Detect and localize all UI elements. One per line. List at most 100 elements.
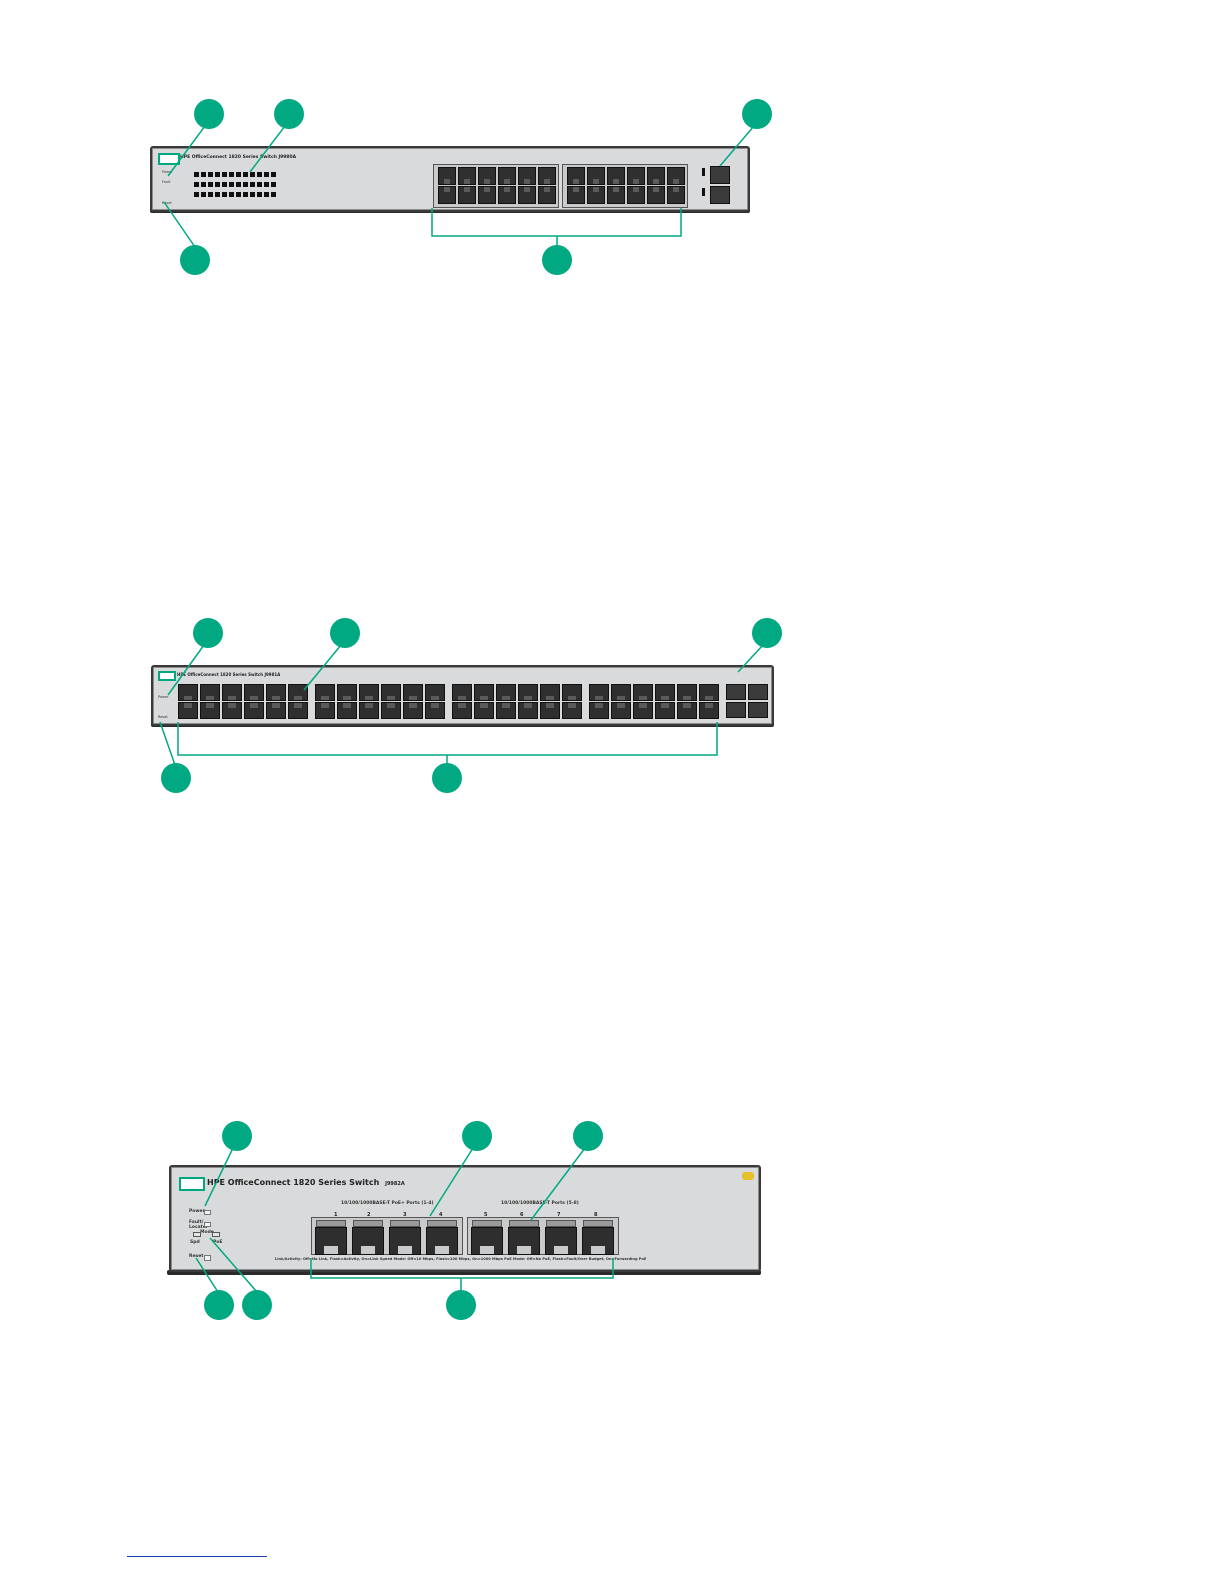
model-code: J9982A <box>385 1181 405 1187</box>
hpe-logo <box>158 671 176 681</box>
rj45-port <box>288 702 308 719</box>
rj45-port <box>352 1227 384 1255</box>
rj45-port <box>200 684 220 701</box>
callout-2 <box>274 99 304 129</box>
rj45-port <box>508 1227 540 1255</box>
port-led <box>194 192 199 197</box>
callout-4 <box>161 763 191 793</box>
port-led <box>208 172 213 177</box>
rj45-port <box>178 702 198 719</box>
rj45-port <box>611 684 631 701</box>
rj45-port <box>582 1227 614 1255</box>
rj45-port <box>677 684 697 701</box>
rj45-port <box>200 702 220 719</box>
rj45-port <box>244 684 264 701</box>
port-led <box>264 182 269 187</box>
port-led-pair <box>353 1220 383 1227</box>
rj45-port <box>389 1227 421 1255</box>
rj45-port <box>627 186 645 204</box>
rj45-port <box>315 684 335 701</box>
port-led <box>215 182 220 187</box>
port-led <box>264 172 269 177</box>
rj45-port <box>425 684 445 701</box>
port-number: 1 <box>334 1212 338 1218</box>
rj45-port <box>518 684 538 701</box>
port-number: 3 <box>403 1212 407 1218</box>
rj45-port <box>458 167 476 185</box>
port-led <box>194 172 199 177</box>
rj45-port <box>403 684 423 701</box>
rj45-port <box>381 684 401 701</box>
rj45-port <box>611 702 631 719</box>
callout-4 <box>180 245 210 275</box>
rj45-port <box>496 702 516 719</box>
rj45-port <box>315 1227 347 1255</box>
rj45-port <box>518 186 536 204</box>
fault-locator-label: Fault/ Locator <box>189 1220 209 1230</box>
reset-button[interactable] <box>204 1255 211 1261</box>
mode-label: Mode <box>200 1230 214 1235</box>
port-led <box>236 192 241 197</box>
mode-button[interactable] <box>193 1232 201 1237</box>
model-label: HPE OfficeConnect 1820 Series Switch J99… <box>207 1178 405 1187</box>
model-label: HPE OfficeConnect 1820 Series Switch J99… <box>177 672 281 677</box>
port-number: 6 <box>520 1212 524 1218</box>
port-led <box>215 172 220 177</box>
rj45-port <box>538 186 556 204</box>
switch-front-panel: HPE OfficeConnect 1820 Series Switch J99… <box>150 146 750 212</box>
callout-5 <box>242 1290 272 1320</box>
port-led <box>201 172 206 177</box>
rj45-port <box>438 167 456 185</box>
rj45-port <box>425 702 445 719</box>
port-led-pair <box>583 1220 613 1227</box>
rj45-port <box>655 684 675 701</box>
port-led <box>215 192 220 197</box>
rj45-port <box>288 684 308 701</box>
port-led <box>229 192 234 197</box>
power-led <box>204 1210 211 1215</box>
rj45-port <box>545 1227 577 1255</box>
rj45-port <box>471 1227 503 1255</box>
rj45-port <box>699 684 719 701</box>
rj45-port <box>699 702 719 719</box>
port-led-pair <box>472 1220 502 1227</box>
callout-5 <box>432 763 462 793</box>
callout-1 <box>194 99 224 129</box>
port-led <box>264 192 269 197</box>
rj45-port <box>315 702 335 719</box>
rj45-port <box>178 684 198 701</box>
rj45-port <box>337 684 357 701</box>
chassis-base <box>167 1270 761 1275</box>
port-led <box>257 182 262 187</box>
port-number: 4 <box>439 1212 443 1218</box>
port-led <box>257 192 262 197</box>
switch-front-panel: HPE OfficeConnect 1820 Series Switch J99… <box>151 665 774 726</box>
rj45-port <box>452 684 472 701</box>
rj45-port <box>540 684 560 701</box>
callout-3 <box>742 99 772 129</box>
port-led <box>243 182 248 187</box>
model-label: HPE OfficeConnect 1820 Series Switch J99… <box>180 155 297 160</box>
hpe-logo <box>179 1177 205 1191</box>
sfp-led <box>702 188 705 196</box>
rj45-port <box>478 167 496 185</box>
rj45-port <box>266 702 286 719</box>
rj45-port <box>244 702 264 719</box>
rj45-port <box>647 186 665 204</box>
rj45-port <box>474 684 494 701</box>
rj45-port <box>458 186 476 204</box>
sfp-port <box>748 702 768 718</box>
port-led <box>236 172 241 177</box>
port-led <box>257 172 262 177</box>
port-led <box>236 182 241 187</box>
switch-8-port-figure: HPE OfficeConnect 1820 Series Switch J99… <box>167 1121 761 1320</box>
port-led <box>250 172 255 177</box>
rj45-port <box>589 702 609 719</box>
rj45-port <box>667 186 685 204</box>
callout-leaders <box>195 1147 614 1293</box>
rj45-port <box>667 167 685 185</box>
port-led <box>229 172 234 177</box>
rj45-port <box>540 702 560 719</box>
rj45-port <box>518 702 538 719</box>
sfp-port <box>726 684 746 700</box>
